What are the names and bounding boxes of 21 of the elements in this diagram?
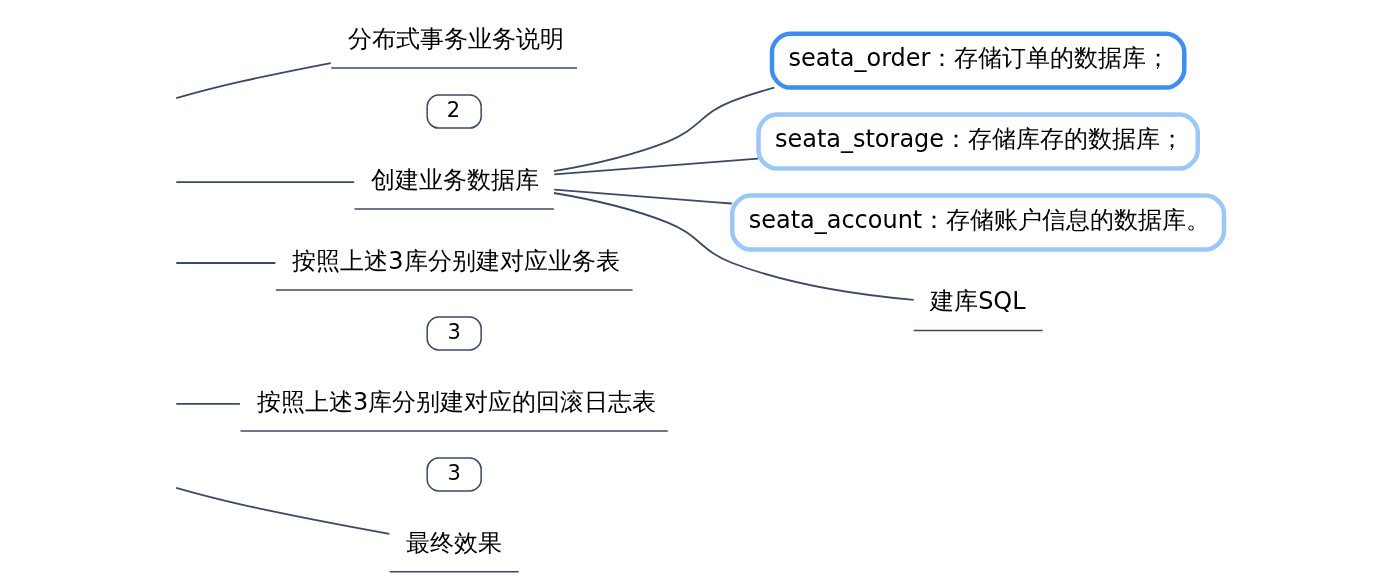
node-label: 3 [447, 460, 461, 485]
connector [553, 192, 915, 301]
node-box: seata_account：存储账户信息的数据库。 [730, 193, 1227, 252]
node-text: 最终效果 [406, 528, 503, 557]
connector [175, 403, 241, 405]
connector [175, 181, 356, 183]
connector [553, 188, 733, 205]
node-box: seata_order：存储订单的数据库； [769, 31, 1187, 90]
connector [175, 62, 332, 99]
node-text: 按照上述3库分别建对应业务表 [292, 246, 620, 275]
node-text: 创建业务数据库 [370, 165, 539, 194]
node-label: 2 [446, 98, 461, 123]
connector [175, 487, 391, 535]
node-text: 按照上述3库分别建对应的回滚日志表 [257, 387, 657, 416]
connector [553, 157, 759, 176]
connector [175, 262, 277, 264]
node-text: 分布式事务业务说明 [347, 24, 564, 53]
node-label: 3 [447, 320, 461, 345]
node-text: 建库SQL [930, 287, 1026, 316]
node-box: seata_storage：存储库存的数据库； [756, 112, 1200, 171]
connector [553, 86, 776, 172]
